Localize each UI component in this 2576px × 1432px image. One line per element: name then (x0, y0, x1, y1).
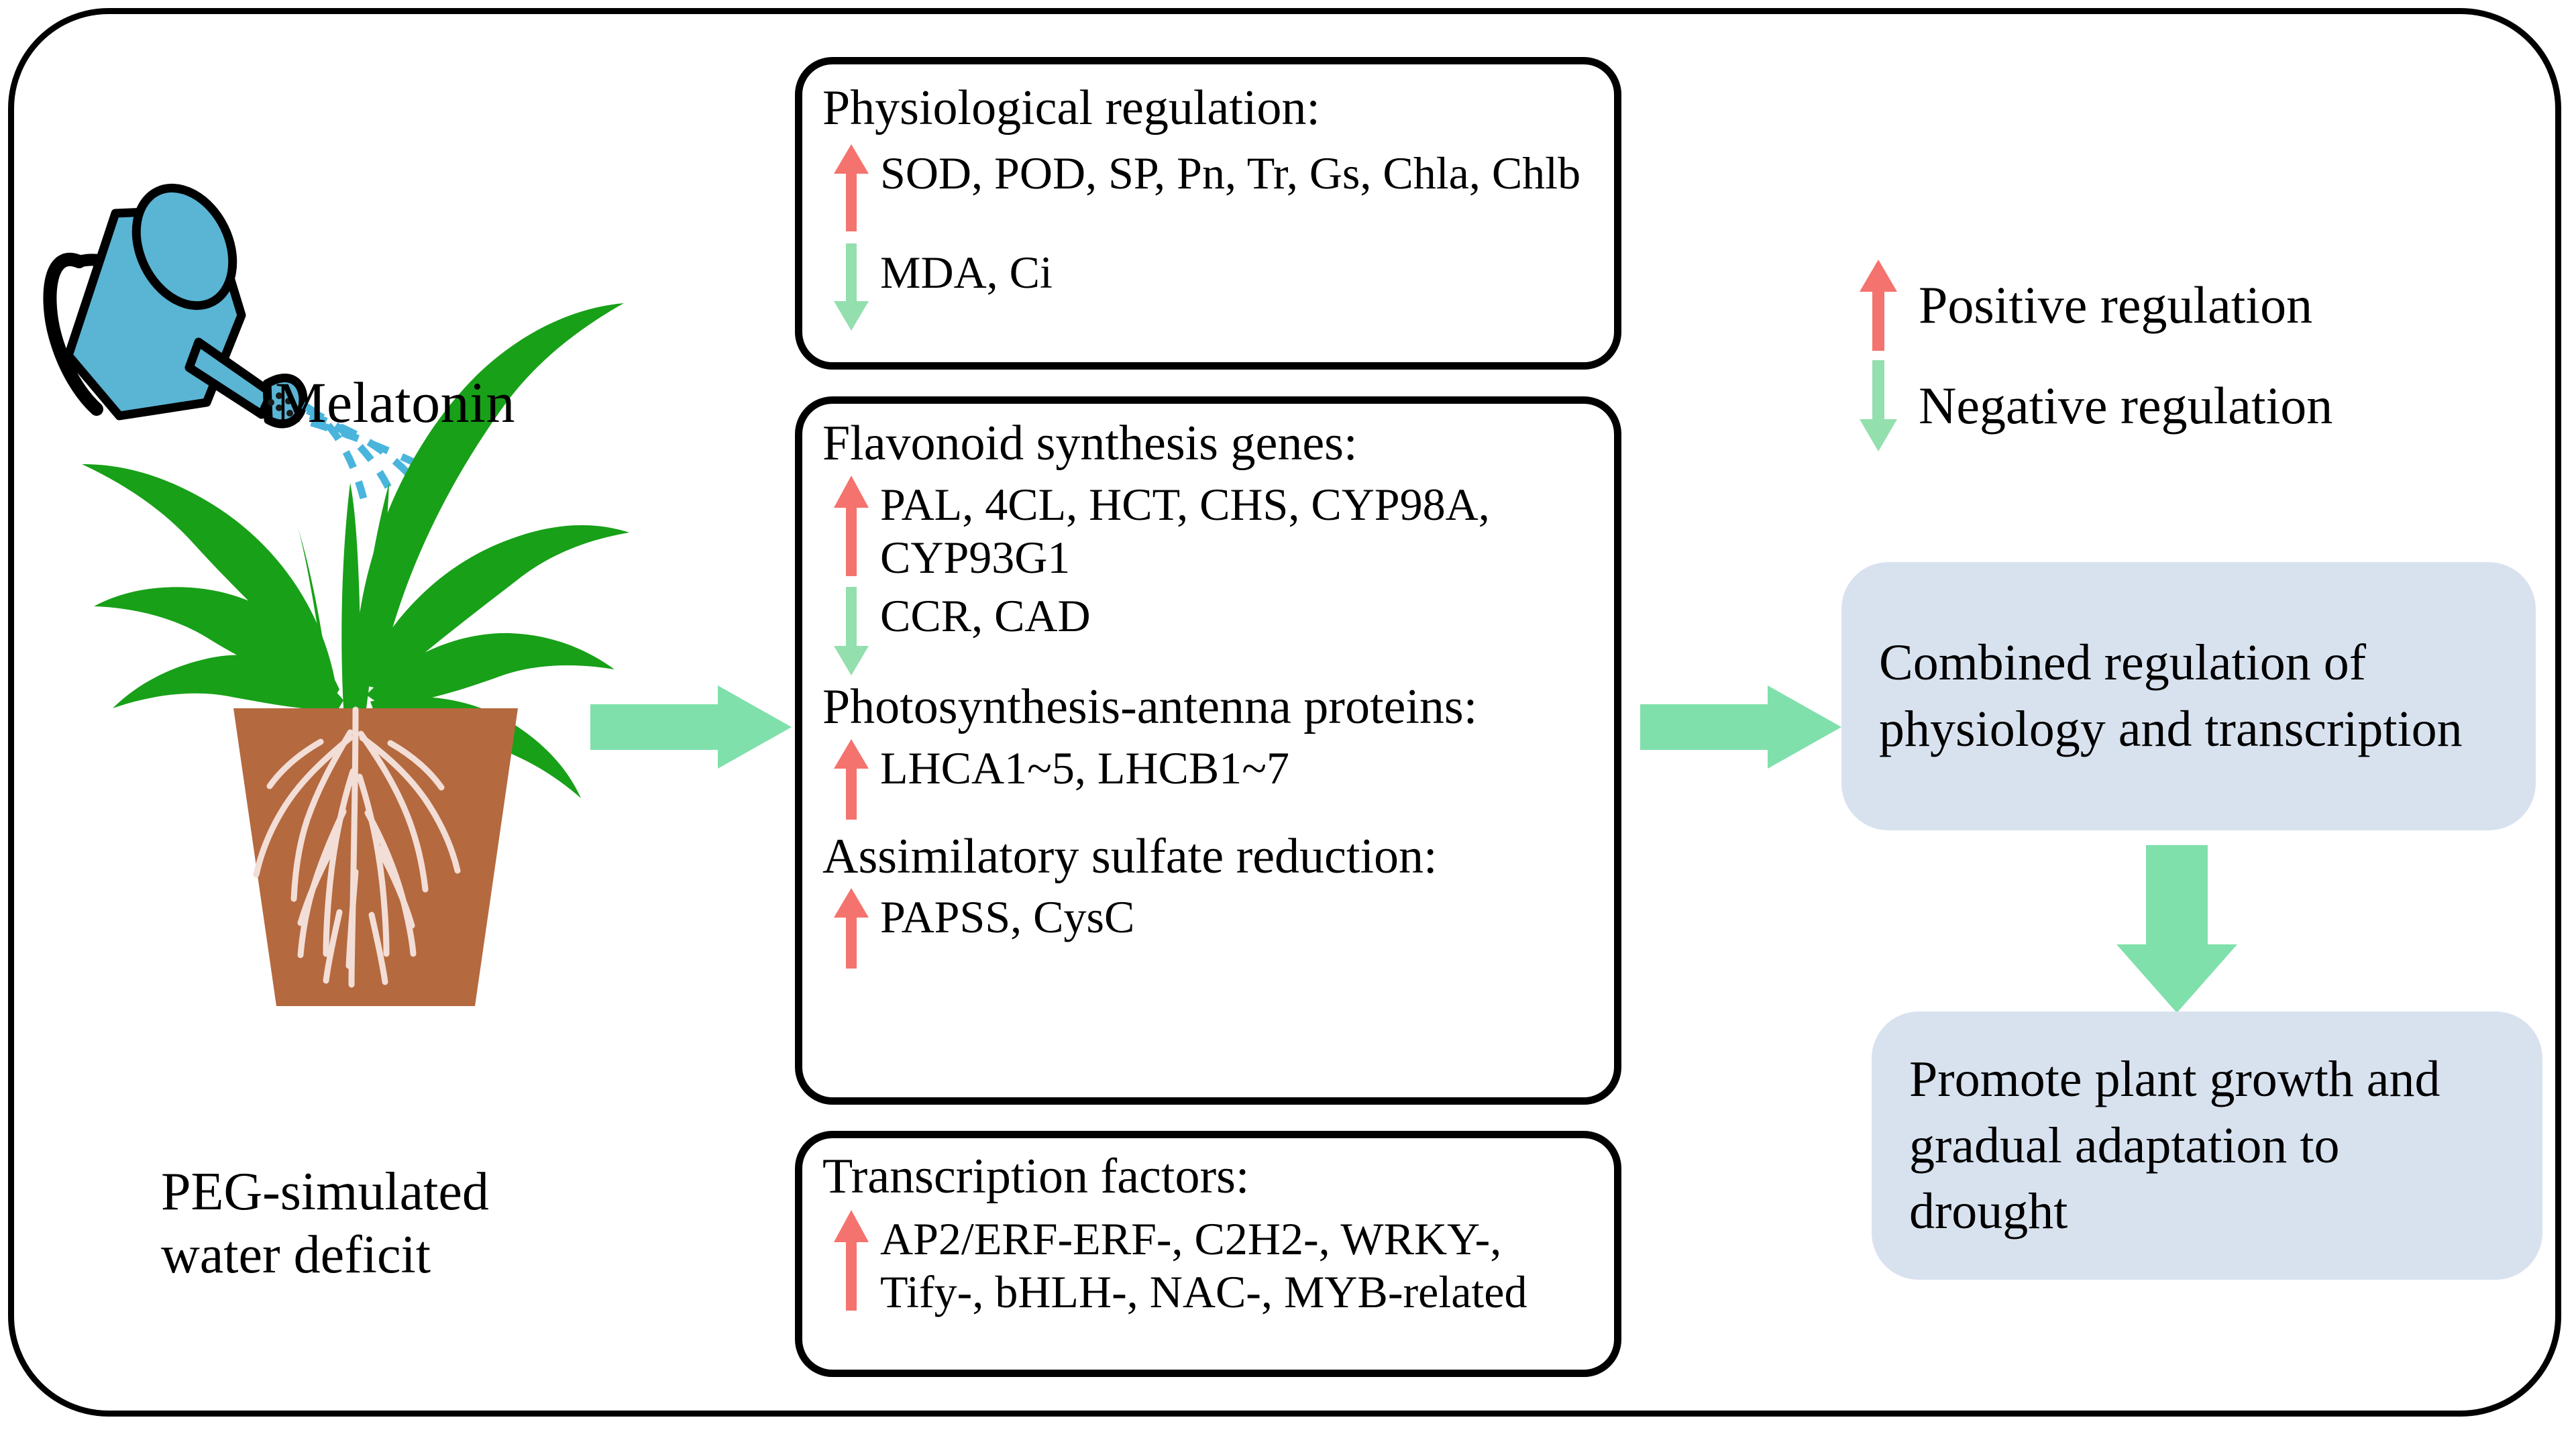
combined-to-promote-arrow (2116, 845, 2237, 1013)
arrow-up-red-icon (822, 1209, 880, 1311)
row-tf-up: AP2/ERF-ERF-, C2H2-, WRKY-, Tify-, bHLH-… (822, 1209, 1594, 1319)
legend-item-positive: Positive regulation (1838, 255, 2482, 355)
arrow-up-red-icon (822, 738, 880, 820)
row-physiological-up: SOD, POD, SP, Pn, Tr, Gs, Chla, Chlb (822, 144, 1594, 231)
row-physiological-down: MDA, Ci (822, 243, 1594, 331)
box-flavonoid-title: Flavonoid synthesis genes: (822, 416, 1358, 471)
row-sulfate-up-text: PAPSS, CysC (880, 891, 1135, 943)
watering-can-icon (43, 183, 308, 429)
legend-item-negative: Negative regulation (1838, 355, 2482, 456)
box-promote-text: Promote plant growth and gradual adaptat… (1909, 1046, 2505, 1245)
row-flavonoid-up-text: PAL, 4CL, HCT, CHS, CYP98A, CYP93G1 (880, 478, 1490, 583)
plant-to-boxes-arrow (590, 685, 792, 769)
potted-plant-icon (82, 303, 629, 1006)
box-promote-line1: Promote plant growth and (1909, 1050, 2440, 1107)
box-transcription-factors: Transcription factors: AP2/ERF-ERF-, C2H… (795, 1131, 1621, 1377)
peg-caption-line2: water deficit (161, 1225, 431, 1285)
box-flavonoid-and-pathways: Flavonoid synthesis genes: PAL, 4CL, HCT… (795, 396, 1621, 1105)
melatonin-label: Melatonin (275, 370, 515, 435)
box-physiological-regulation: Physiological regulation: SOD, POD, SP, … (795, 57, 1621, 370)
row-flavonoid-down: CCR, CAD (822, 586, 1594, 675)
arrow-up-red-icon (1838, 260, 1919, 351)
row-physiological-up-text: SOD, POD, SP, Pn, Tr, Gs, Chla, Chlb (880, 147, 1581, 199)
box-combined-regulation: Combined regulation of physiology and tr… (1841, 562, 2536, 830)
box-promote-line2: gradual adaptation to drought (1909, 1117, 2340, 1240)
water-spray-icon (301, 402, 442, 511)
boxes-to-combined-arrow (1640, 685, 1841, 769)
legend-label-positive: Positive regulation (1919, 276, 2313, 334)
row-flavonoid-up: PAL, 4CL, HCT, CHS, CYP98A, CYP93G1 (822, 475, 1594, 584)
row-flavonoid-down-text: CCR, CAD (880, 590, 1091, 641)
arrow-up-red-icon (822, 475, 880, 576)
box-combined-text: Combined regulation of physiology and tr… (1879, 630, 2463, 763)
arrow-down-green-icon (822, 243, 880, 331)
left-illustration-panel: Melatonin PEG-simulated water deficit (40, 134, 644, 1288)
arrow-up-red-icon (822, 888, 880, 969)
row-tf-up-text: AP2/ERF-ERF-, C2H2-, WRKY-, Tify-, bHLH-… (880, 1213, 1527, 1317)
box-combined-line2: physiology and transcription (1879, 701, 2463, 757)
row-photosynthesis-up: LHCA1~5, LHCB1~7 (822, 738, 1594, 820)
box-physiological-title: Physiological regulation: (822, 80, 1320, 135)
peg-caption: PEG-simulated water deficit (161, 1160, 590, 1287)
box-combined-line1: Combined regulation of (1879, 635, 2367, 692)
box-promote-growth: Promote plant growth and gradual adaptat… (1872, 1011, 2542, 1280)
box-photosynthesis-title: Photosynthesis-antenna proteins: (822, 679, 1478, 734)
diagram-outer-frame (8, 8, 2561, 1417)
row-physiological-down-text: MDA, Ci (880, 246, 1053, 298)
legend-label-negative: Negative regulation (1919, 376, 2333, 435)
arrow-up-red-icon (822, 144, 880, 231)
peg-caption-line1: PEG-simulated (161, 1162, 489, 1221)
arrow-down-green-icon (822, 586, 880, 675)
row-photosynthesis-up-text: LHCA1~5, LHCB1~7 (880, 742, 1290, 793)
legend: Positive regulation Negative regulation (1838, 255, 2482, 476)
row-sulfate-up: PAPSS, CysC (822, 888, 1594, 969)
box-tf-title: Transcription factors: (822, 1149, 1250, 1204)
arrow-down-green-icon (1838, 360, 1919, 451)
box-sulfate-title: Assimilatory sulfate reduction: (822, 828, 1438, 884)
